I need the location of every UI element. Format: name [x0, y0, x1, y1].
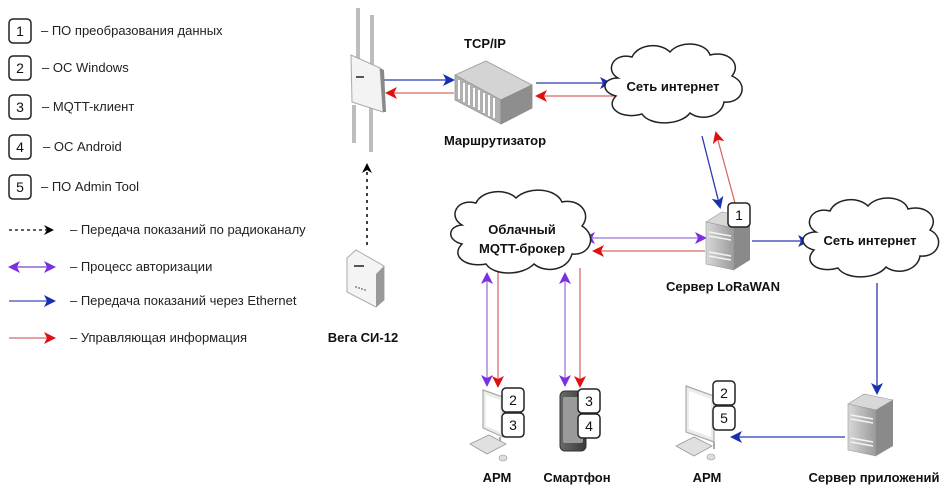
- badge-number: 3: [16, 99, 24, 115]
- arm-node-2: 2 5 АРМ: [675, 380, 736, 485]
- software-badge: 2: [501, 387, 525, 413]
- software-badge: 5: [712, 405, 736, 431]
- badge-icon: [8, 18, 32, 44]
- badge-number: 2: [509, 392, 517, 408]
- cloud-label: Сеть интернет: [626, 79, 719, 94]
- legend-item-2: 2 – ОС Windows: [8, 55, 129, 81]
- badge-number: 3: [585, 393, 593, 409]
- app-server-node: Сервер приложений: [809, 393, 940, 485]
- software-badge: 3: [501, 412, 525, 438]
- router-icon: [454, 60, 533, 125]
- legend-label: – MQTT-клиент: [42, 99, 134, 114]
- app-server-label: Сервер приложений: [809, 470, 940, 485]
- server-icon: [847, 393, 894, 457]
- connections: [362, 74, 883, 443]
- legend-item-3: 3 – MQTT-клиент: [8, 94, 134, 120]
- meter-icon: [346, 249, 385, 308]
- badge-number: 1: [16, 23, 24, 39]
- badge-icon: [8, 134, 32, 160]
- software-badge: 2: [712, 380, 736, 406]
- badge-icon: [8, 55, 32, 81]
- badge-number: 4: [16, 139, 24, 155]
- cloud-label-line2: MQTT-брокер: [479, 241, 565, 256]
- router-protocol-label: TCP/IP: [464, 36, 506, 51]
- badge-number: 2: [720, 385, 728, 401]
- cloud-label-line1: Облачный: [488, 222, 555, 237]
- smartphone-node: 3 4 Смартфон: [543, 388, 611, 485]
- router-node: TCP/IP Маршрутизатор: [444, 36, 546, 148]
- legend-label: – ОС Windows: [42, 60, 129, 75]
- software-badge: 1: [727, 202, 751, 228]
- badge-number: 3: [509, 417, 517, 433]
- cloud-label: Сеть интернет: [823, 233, 916, 248]
- legend-label: – Управляющая информация: [70, 330, 247, 345]
- smartphone-label: Смартфон: [543, 470, 610, 485]
- cloud-icon: [450, 189, 592, 274]
- legend-label: – ОС Android: [43, 139, 122, 154]
- link-eth-internet-lorawan: [701, 135, 724, 209]
- gateway-icon: [350, 8, 386, 152]
- legend-label: – ПО Admin Tool: [41, 179, 139, 194]
- mqtt-broker-cloud: Облачный MQTT-брокер: [450, 189, 592, 274]
- cloud-icon: [604, 43, 743, 124]
- internet-cloud-1: Сеть интернет: [604, 43, 743, 124]
- software-badge: 4: [577, 413, 601, 439]
- arm-label: АРМ: [483, 470, 512, 485]
- legend-link-auth: – Процесс авторизации: [8, 259, 212, 274]
- link-ctrl-lorawan-internet: [712, 131, 736, 204]
- workstation-icon: [469, 389, 508, 462]
- legend-item-5: 5 – ПО Admin Tool: [8, 174, 139, 200]
- meter-label: Вега СИ-12: [328, 330, 398, 345]
- legend-item-1: 1 – ПО преобразования данных: [8, 18, 223, 44]
- arm-node-1: 2 3 АРМ: [469, 387, 525, 485]
- gateway-node: [350, 8, 386, 152]
- meter-node: Вега СИ-12: [328, 249, 398, 345]
- badge-number: 2: [16, 60, 24, 76]
- legend-link-ethernet: – Передача показаний через Ethernet: [9, 293, 297, 308]
- internet-cloud-2: Сеть интернет: [802, 197, 940, 278]
- legend-label: – Процесс авторизации: [70, 259, 212, 274]
- legend-label: – ПО преобразования данных: [41, 23, 223, 38]
- badge-icon: [8, 174, 32, 200]
- legend-link-control: – Управляющая информация: [9, 330, 247, 345]
- workstation-icon: [675, 385, 716, 461]
- lorawan-server-node: 1 Сервер LoRaWAN: [666, 202, 780, 294]
- legend-label: – Передача показаний по радиоканалу: [70, 222, 306, 237]
- badge-number: 1: [735, 207, 743, 223]
- badge-number: 5: [16, 179, 24, 195]
- badge-number: 5: [720, 410, 728, 426]
- badge-icon: [8, 94, 32, 120]
- cloud-icon: [802, 197, 940, 278]
- legend: 1 – ПО преобразования данных 2 – ОС Wind…: [8, 18, 306, 345]
- legend-link-radio: – Передача показаний по радиоканалу: [9, 222, 306, 237]
- badge-number: 4: [585, 418, 593, 434]
- software-badge: 3: [577, 388, 601, 414]
- arm-label: АРМ: [693, 470, 722, 485]
- legend-label: – Передача показаний через Ethernet: [70, 293, 297, 308]
- router-label: Маршрутизатор: [444, 133, 546, 148]
- legend-item-4: 4 – ОС Android: [8, 134, 122, 160]
- lorawan-server-label: Сервер LoRaWAN: [666, 279, 780, 294]
